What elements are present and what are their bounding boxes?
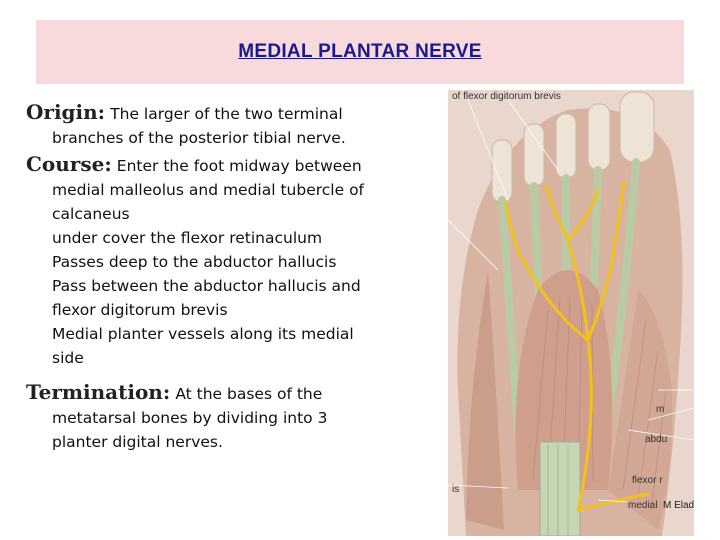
foot-sole-drawing: of flexor digitorum brevis m abdu flexor…	[448, 91, 694, 536]
course-line: Passes deep to the abductor hallucis	[52, 253, 337, 271]
lateral-muscle	[466, 270, 504, 530]
foot-anatomy-illustration: of flexor digitorum brevis m abdu flexor…	[448, 90, 694, 536]
course-line: Medial planter vessels along its medial	[52, 325, 354, 343]
label-abductor: abdu	[645, 434, 667, 445]
origin-section: Origin: The larger of the two terminal b…	[26, 100, 426, 150]
course-heading: Course:	[26, 152, 112, 176]
course-line: calcaneus	[52, 205, 130, 223]
heel-tendon-lines	[547, 445, 569, 536]
toe-bones	[491, 91, 655, 203]
course-line: flexor digitorum brevis	[52, 301, 228, 319]
heel-tendon	[539, 441, 581, 536]
label-flexor-digitorum-brevis: of flexor digitorum brevis	[452, 91, 561, 102]
label-right-1: m	[656, 404, 664, 415]
origin-heading: Origin:	[26, 100, 106, 124]
course-line: side	[52, 349, 84, 367]
course-section: Course: Enter the foot midway between me…	[26, 152, 426, 370]
label-medial: medial	[628, 500, 657, 511]
termination-heading: Termination:	[26, 380, 171, 404]
course-line: Pass between the abductor hallucis and	[52, 277, 361, 295]
termination-line: metatarsal bones by dividing into 3	[52, 409, 328, 427]
origin-line: branches of the posterior tibial nerve.	[52, 129, 346, 147]
author-credit: M Eladl	[663, 500, 694, 511]
text-content: Origin: The larger of the two terminal b…	[26, 100, 426, 456]
origin-lead: The larger of the two terminal	[110, 105, 343, 123]
termination-section: Termination: At the bases of the metatar…	[26, 380, 426, 454]
title-banner: MEDIAL PLANTAR NERVE	[36, 20, 684, 84]
termination-line: planter digital nerves.	[52, 433, 223, 451]
label-left-bottom: is	[452, 484, 459, 495]
slide-title: MEDIAL PLANTAR NERVE	[238, 41, 482, 62]
termination-lead: At the bases of the	[175, 385, 323, 403]
course-line: medial malleolus and medial tubercle of	[52, 181, 365, 199]
label-leaders	[448, 99, 694, 503]
label-flexor-retinaculum: flexor r	[632, 475, 663, 486]
course-line: under cover the flexor retinaculum	[52, 229, 323, 247]
flexor-digitorum-brevis	[515, 270, 613, 490]
course-lead: Enter the foot midway between	[116, 157, 362, 175]
